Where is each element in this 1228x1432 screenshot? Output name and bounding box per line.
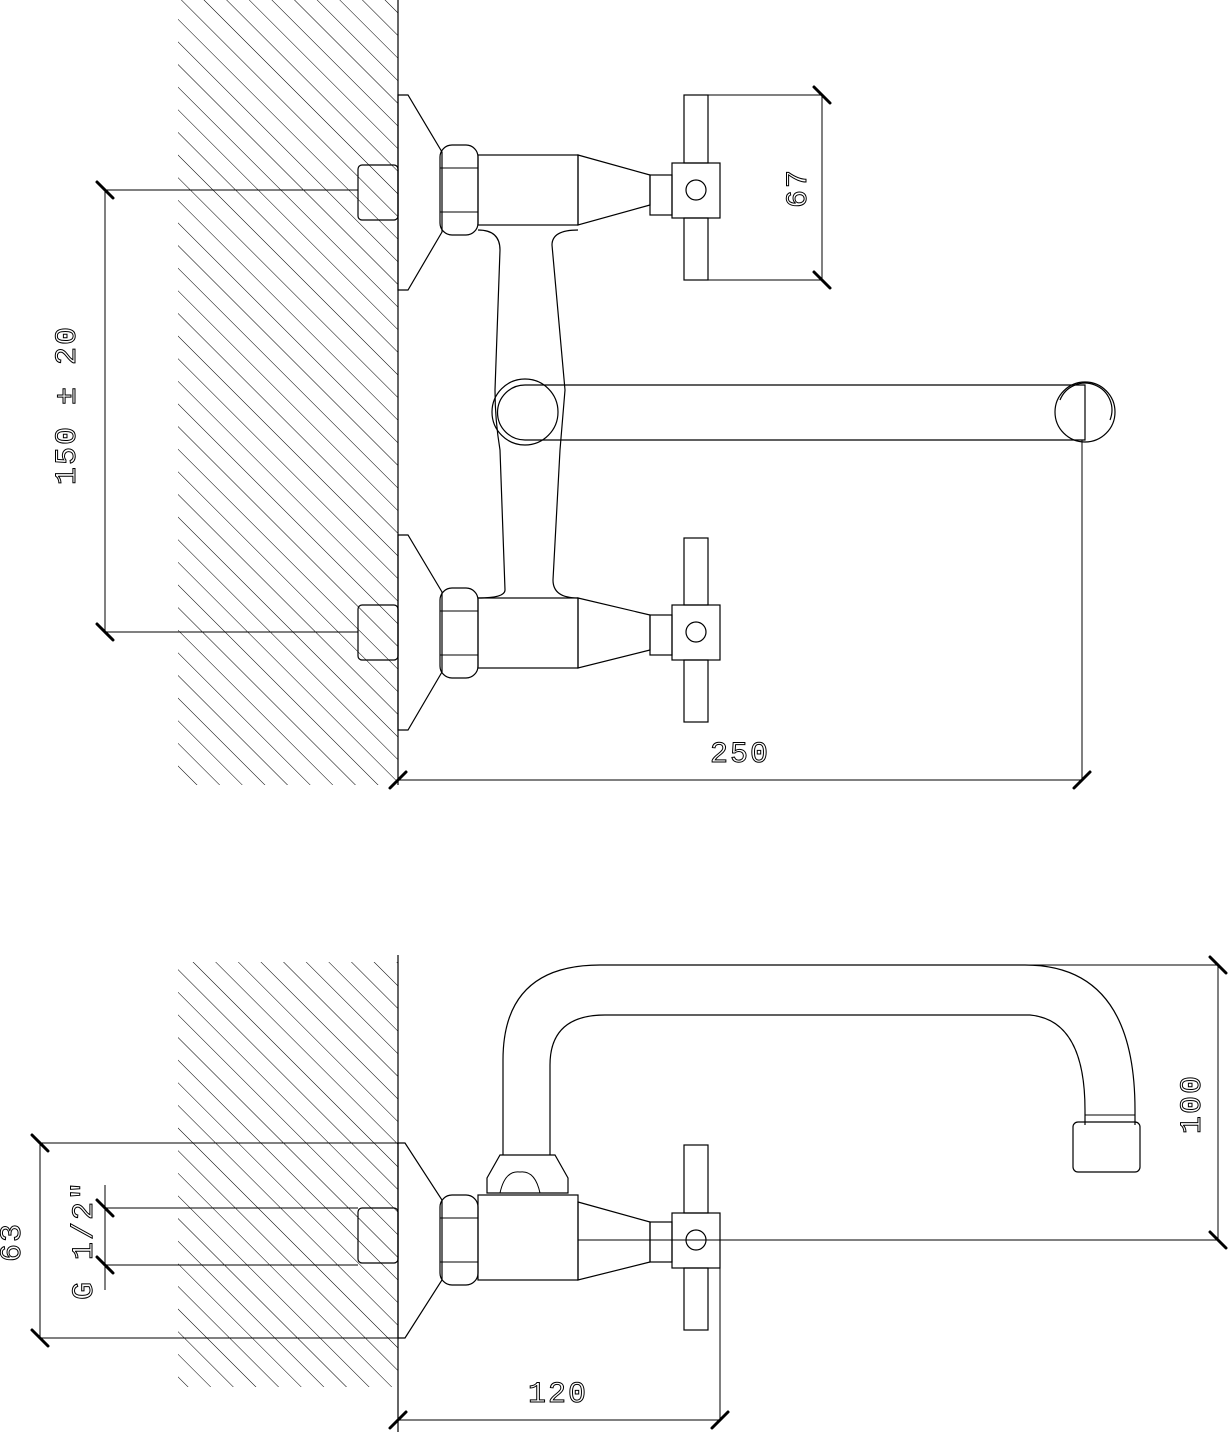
dim-projection: 250 [388, 440, 1092, 790]
spout-side [502, 964, 1136, 1155]
dim-centers-label: 150 ± 20 [51, 325, 85, 485]
upper-valve [357, 94, 721, 291]
dim-flange-label: 63 [0, 1222, 30, 1262]
side-nut [439, 1194, 479, 1286]
dim-handle-label: 67 [782, 168, 816, 208]
dim-depth: 120 [388, 1268, 730, 1430]
dim-thread-label: G 1/2" [68, 1180, 102, 1300]
side-flange [397, 1142, 443, 1339]
wall-hatch-side [178, 955, 399, 1432]
aerator [1072, 1121, 1141, 1173]
dim-thread: G 1/2" [68, 1179, 358, 1301]
dim-height-label: 100 [1176, 1074, 1210, 1134]
top-view: 150 ± 20 67 250 [51, 0, 1116, 790]
wall-hatch-top [178, 0, 399, 785]
dim-flange: 63 [0, 1133, 398, 1348]
lower-valve [357, 534, 721, 731]
side-view: 100 63 G 1/2" 120 [0, 955, 1228, 1432]
dim-handle: 67 [684, 85, 832, 290]
dim-projection-label: 250 [710, 738, 770, 772]
dim-depth-label: 120 [528, 1378, 588, 1412]
mixer-body [477, 229, 579, 599]
side-body [477, 1194, 579, 1281]
spout-nut [486, 1154, 569, 1194]
spout-top [491, 378, 1116, 446]
dim-height: 100 [1025, 955, 1228, 1250]
dim-centers: 150 ± 20 [51, 180, 358, 642]
